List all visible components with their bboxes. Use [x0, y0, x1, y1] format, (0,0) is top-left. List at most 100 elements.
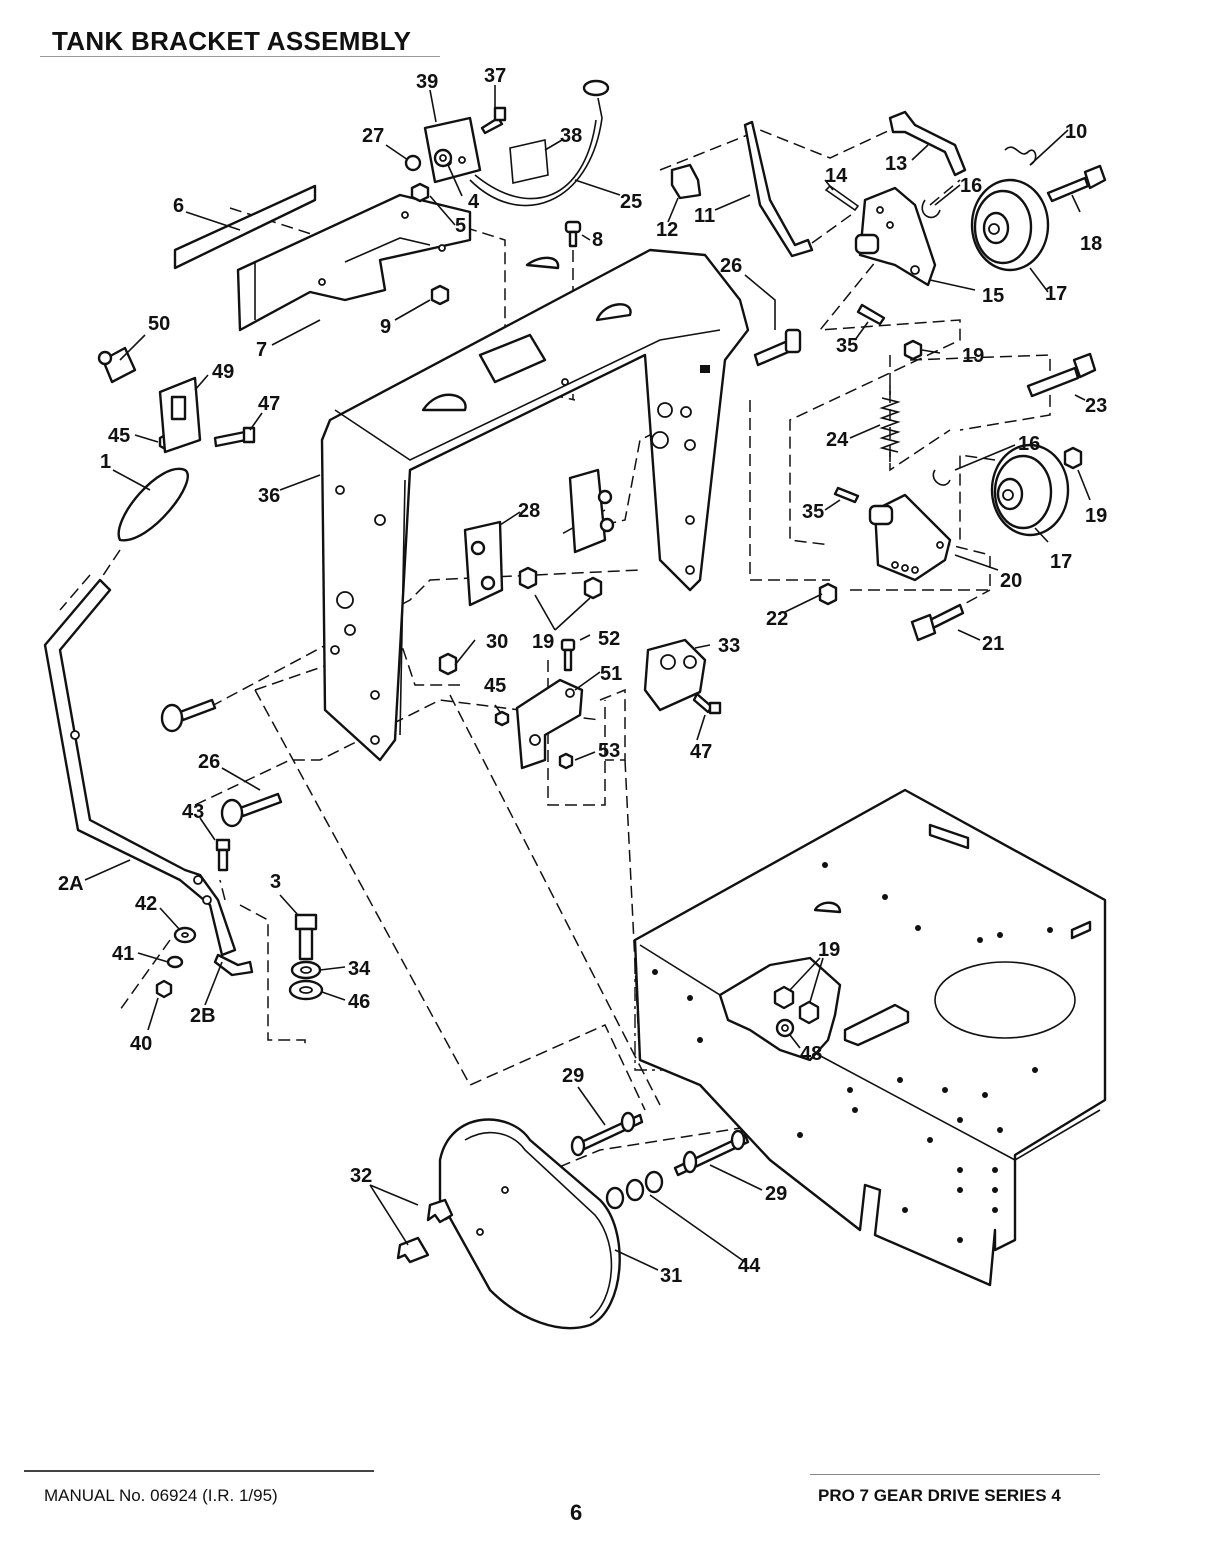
part-20-idler-bracket [870, 495, 950, 580]
part-26-bolt-left-upper [162, 700, 215, 731]
part-18-bolt [1048, 166, 1105, 201]
part-17-pulley-upper [972, 180, 1048, 270]
part-35-fitting-lower [835, 488, 858, 502]
callout-40: 40 [130, 1033, 152, 1055]
part-25-cable [470, 81, 608, 206]
callout-43: 43 [182, 801, 204, 823]
footer-rule [24, 1470, 374, 1472]
part-38-decal [510, 140, 548, 183]
callout-45-upper: 45 [108, 425, 130, 447]
callout-5: 5 [455, 215, 466, 237]
callout-19-d: 19 [818, 939, 840, 961]
series-name: PRO 7 GEAR DRIVE SERIES 4 [818, 1486, 1061, 1506]
part-21-bolt [912, 605, 963, 640]
callout-30: 30 [486, 631, 508, 653]
callout-22: 22 [766, 608, 788, 630]
part-35-fitting-upper [858, 305, 884, 324]
callout-6: 6 [173, 195, 184, 217]
callout-10: 10 [1065, 121, 1087, 143]
callout-20: 20 [1000, 570, 1022, 592]
part-8-bolt [566, 222, 580, 246]
part-3-bolt [296, 915, 316, 959]
callout-36: 36 [258, 485, 280, 507]
part-49-bracket [160, 378, 200, 452]
callout-35-lower: 35 [802, 501, 824, 523]
part-28-bracket-right [570, 470, 613, 552]
part-26-bolt-left-lower [222, 794, 281, 826]
callout-9: 9 [380, 316, 391, 338]
callout-15: 15 [982, 285, 1004, 307]
callout-16-upper: 16 [960, 175, 982, 197]
part-16-clip-lower [933, 470, 950, 485]
part-47-bolt-upper [215, 428, 254, 446]
callout-27: 27 [362, 125, 384, 147]
callout-35-upper: 35 [836, 335, 858, 357]
callout-51: 51 [600, 663, 622, 685]
frame-base [635, 790, 1105, 1285]
callout-16-lower: 16 [1018, 433, 1040, 455]
callout-7: 7 [256, 339, 267, 361]
callout-39: 39 [416, 71, 438, 93]
callout-29-lower: 29 [765, 1183, 787, 1205]
callout-26-lower: 26 [198, 751, 220, 773]
part-26-bolt-right [755, 330, 800, 365]
callout-11: 11 [694, 205, 715, 227]
callout-49: 49 [212, 361, 234, 383]
callout-34: 34 [348, 958, 371, 980]
footer-rule-right [810, 1474, 1100, 1475]
part-12-block [672, 165, 700, 198]
part-32-wing-nuts [398, 1200, 452, 1262]
callout-28: 28 [518, 500, 540, 522]
callout-52: 52 [598, 628, 620, 650]
callout-12: 12 [656, 219, 678, 241]
callout-1: 1 [100, 451, 111, 473]
callout-33: 33 [718, 635, 740, 657]
callout-46: 46 [348, 991, 370, 1013]
callout-53: 53 [598, 740, 620, 762]
callout-21: 21 [982, 633, 1004, 655]
part-1-grip [119, 469, 188, 540]
manual-number: MANUAL No. 06924 (I.R. 1/95) [44, 1486, 278, 1506]
callout-19-c: 19 [532, 631, 554, 653]
callout-42: 42 [135, 893, 157, 915]
page-number: 6 [570, 1500, 582, 1526]
part-14-pin [826, 186, 858, 210]
callout-44: 44 [738, 1255, 761, 1277]
callout-31: 31 [660, 1265, 682, 1287]
callout-18: 18 [1080, 233, 1102, 255]
callout-8: 8 [592, 229, 603, 251]
part-50-switch [99, 348, 135, 382]
callout-3: 3 [270, 871, 281, 893]
part-29-stud-upper [572, 1113, 642, 1155]
callout-17-upper: 17 [1045, 283, 1067, 305]
callout-41: 41 [112, 943, 134, 965]
callout-45-lower: 45 [484, 675, 506, 697]
callout-29-upper: 29 [562, 1065, 584, 1087]
part-37-bolt [482, 108, 505, 133]
part-52-bolt [562, 640, 574, 670]
callout-2A: 2A [58, 873, 84, 895]
part-29-stud-lower [675, 1131, 748, 1175]
callout-38: 38 [560, 125, 582, 147]
callout-23: 23 [1085, 395, 1107, 417]
callout-17-lower: 17 [1050, 551, 1072, 573]
part-39-plate [425, 118, 480, 182]
callout-26-upper: 26 [720, 255, 742, 277]
part-28-bracket-left [465, 522, 502, 605]
callout-13: 13 [885, 153, 907, 175]
part-23-bolt [1028, 354, 1095, 396]
part-11-arm [745, 122, 812, 256]
callout-48: 48 [800, 1043, 822, 1065]
callout-4: 4 [468, 191, 480, 213]
callout-32: 32 [350, 1165, 372, 1187]
callout-50: 50 [148, 313, 170, 335]
part-47-bolt-lower [694, 694, 720, 713]
callout-37: 37 [484, 65, 506, 87]
callout-24: 24 [826, 429, 849, 451]
callout-47-lower: 47 [690, 741, 712, 763]
part-17-pulley-lower [992, 445, 1068, 535]
callout-47-upper: 47 [258, 393, 280, 415]
part-10-spring-clip [1005, 147, 1036, 165]
part-43-bolt [217, 840, 229, 870]
